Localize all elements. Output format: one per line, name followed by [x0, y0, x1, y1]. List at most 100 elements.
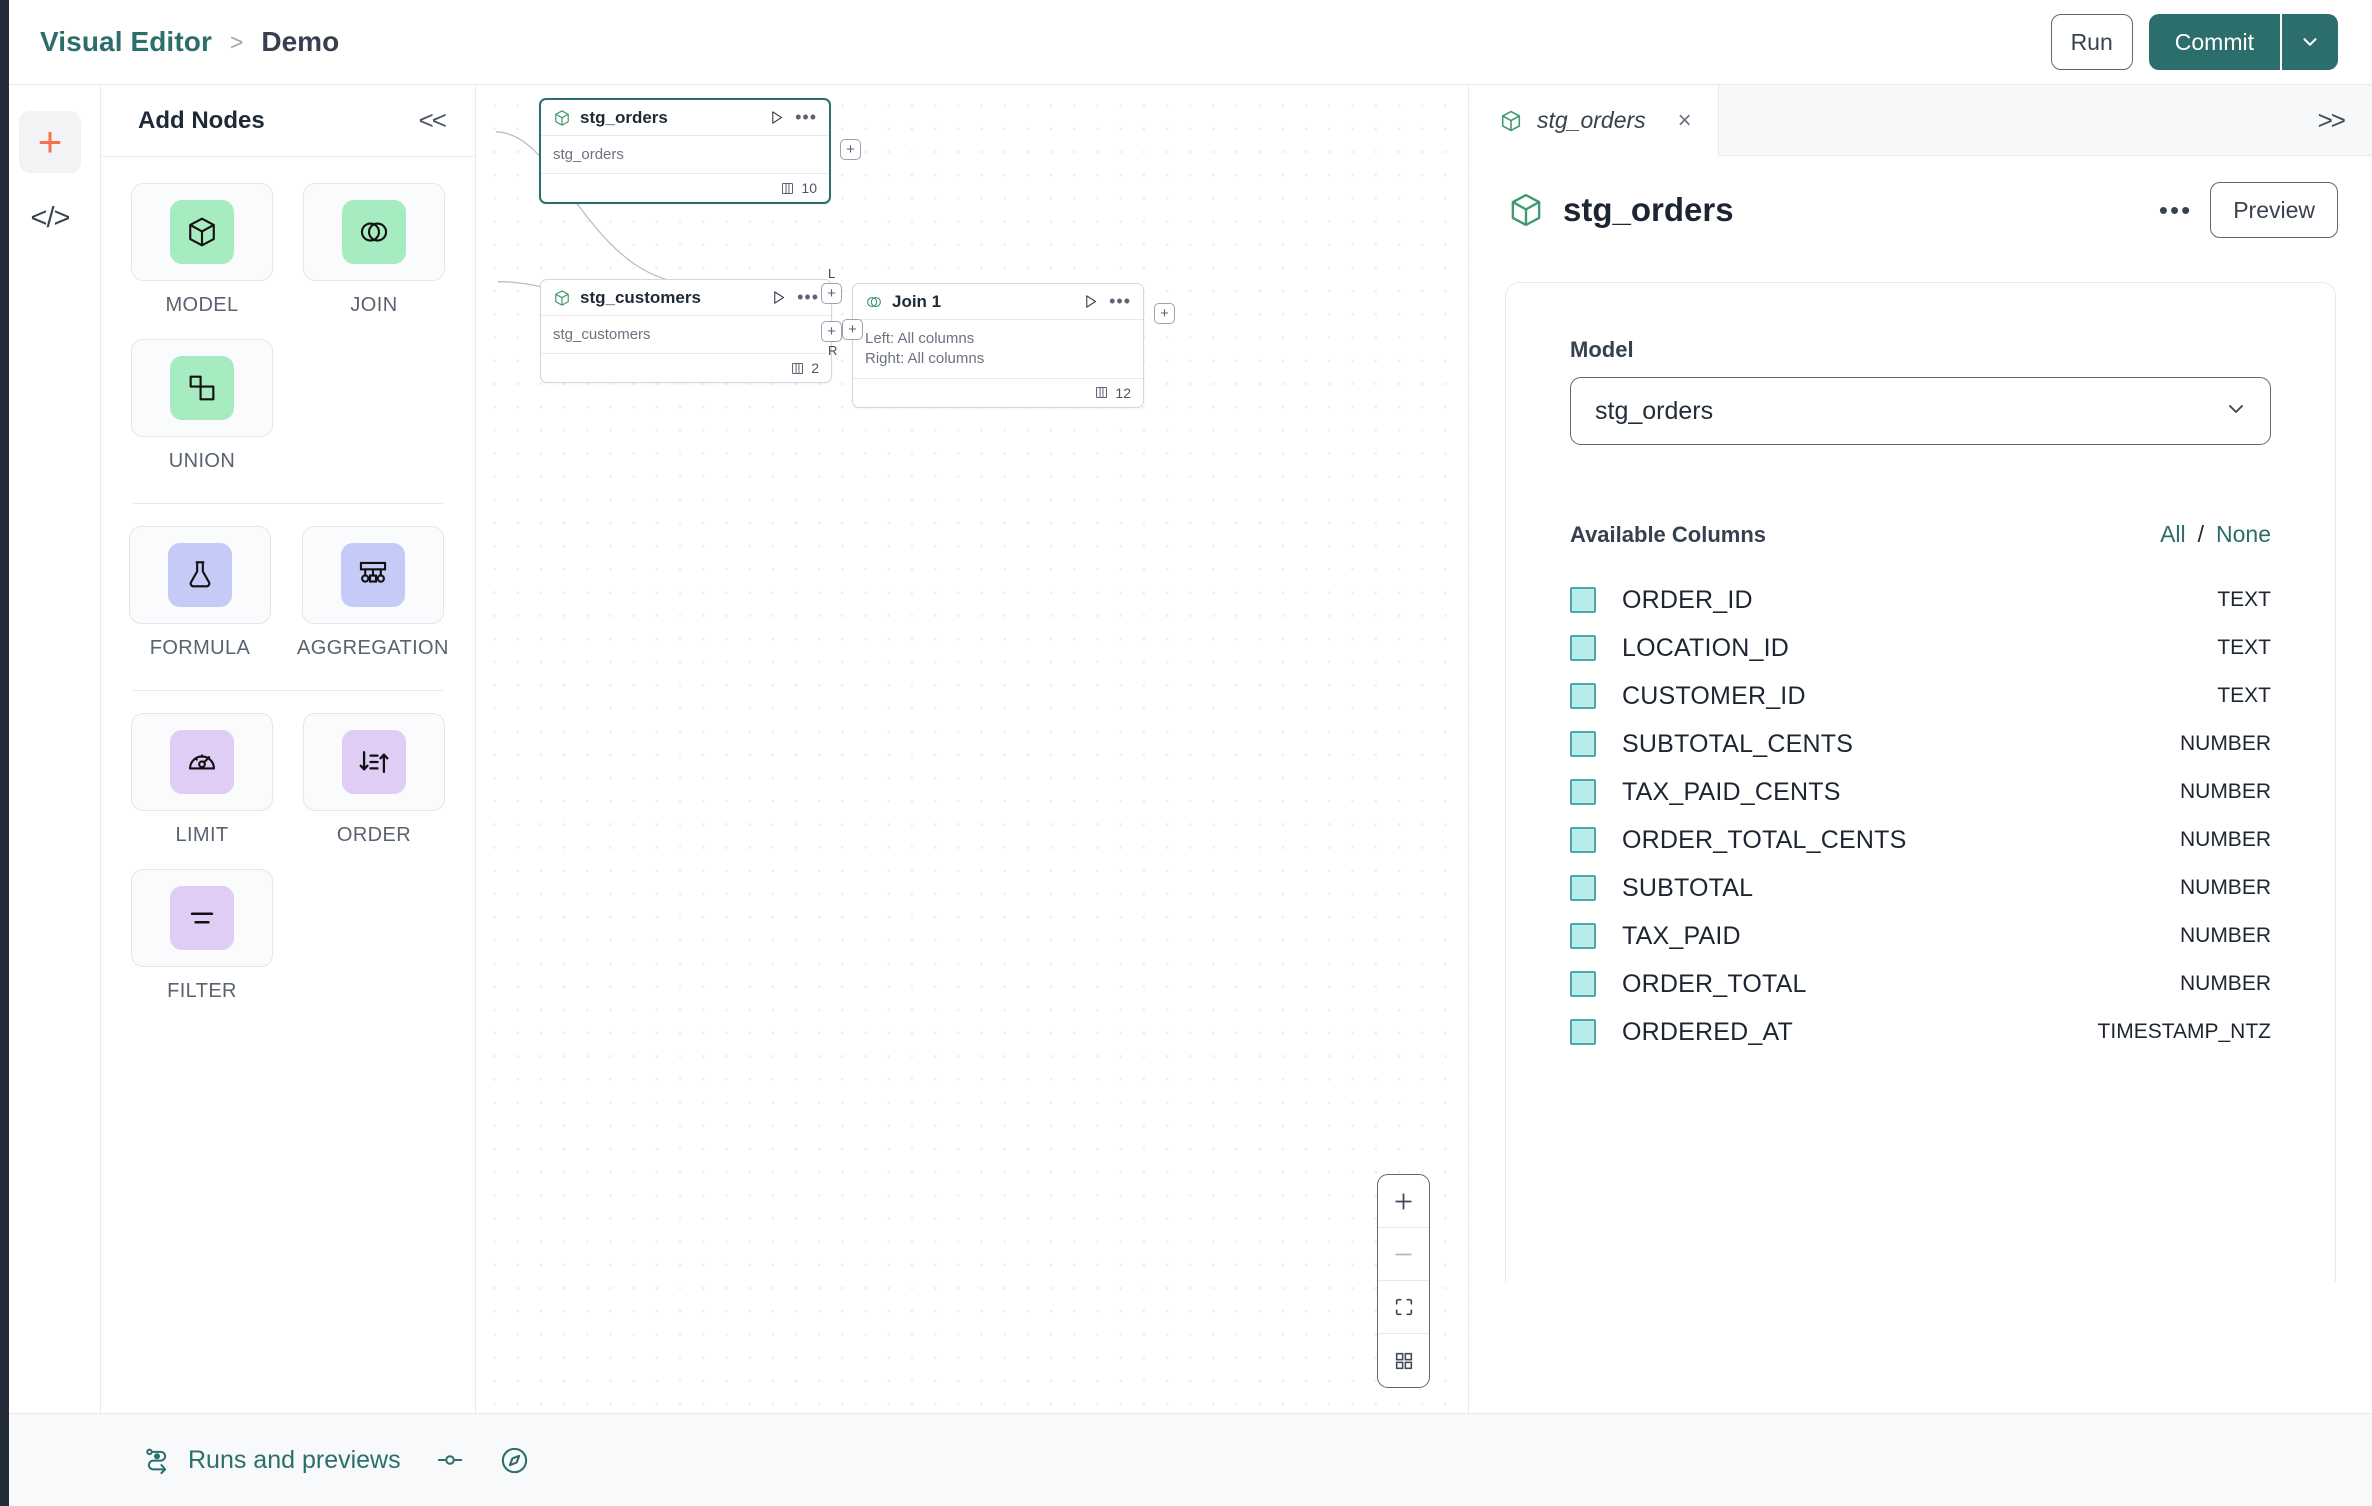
commit-button[interactable]: Commit: [2148, 14, 2280, 70]
run-node-icon[interactable]: [771, 290, 786, 305]
node-tile[interactable]: [131, 339, 273, 437]
column-row[interactable]: ORDER_TOTAL_CENTS NUMBER: [1570, 816, 2271, 864]
node-label: FORMULA: [149, 637, 251, 659]
compass-button[interactable]: [499, 1445, 530, 1476]
plus-icon: +: [37, 118, 63, 165]
column-name: ORDER_TOTAL: [1622, 969, 1807, 998]
panel-scroll-area[interactable]: Model stg_orders Available Columns All /…: [1469, 264, 2372, 1413]
column-row[interactable]: TAX_PAID_CENTS NUMBER: [1570, 768, 2271, 816]
flow-node-header: stg_orders •••: [541, 100, 829, 136]
node-tile[interactable]: [131, 713, 273, 811]
top-bar-actions: Run Commit: [2050, 14, 2338, 70]
column-name: LOCATION_ID: [1622, 633, 1790, 662]
close-icon[interactable]: ×: [1677, 106, 1692, 134]
node-label: AGGREGATION: [297, 637, 449, 659]
aggregation-tree-icon: [340, 543, 405, 607]
column-checkbox[interactable]: [1570, 779, 1596, 805]
flow-node-menu-icon[interactable]: •••: [795, 106, 817, 127]
node-tile[interactable]: [131, 869, 273, 967]
cube-icon: [555, 109, 569, 126]
column-checkbox[interactable]: [1570, 971, 1596, 997]
node-tile[interactable]: [301, 526, 444, 624]
node-tile[interactable]: [129, 526, 271, 624]
node-palette-item-aggregation[interactable]: AGGREGATION: [297, 526, 449, 678]
left-edge-rail: [0, 0, 9, 1506]
run-button[interactable]: Run: [2050, 14, 2133, 70]
fit-view-button[interactable]: [1378, 1281, 1429, 1334]
flow-node-stg-orders[interactable]: stg_orders ••• stg_orders 10 +: [539, 98, 861, 205]
collapse-panel-icon[interactable]: <<: [418, 105, 447, 135]
zoom-out-button[interactable]: [1378, 1228, 1429, 1281]
node-palette-item-formula[interactable]: FORMULA: [129, 526, 271, 678]
node-tile[interactable]: [303, 713, 445, 811]
node-palette-item-order[interactable]: ORDER: [301, 713, 447, 865]
panel-menu-icon[interactable]: •••: [2158, 194, 2193, 225]
preview-button[interactable]: Preview: [2210, 182, 2338, 238]
node-tile[interactable]: [131, 183, 273, 281]
column-row[interactable]: CUSTOMER_ID TEXT: [1570, 672, 2271, 720]
column-checkbox[interactable]: [1570, 683, 1596, 709]
commit-button-group: Commit: [2148, 14, 2338, 70]
compass-icon: [499, 1445, 530, 1476]
join-right-input-handle[interactable]: +: [821, 321, 842, 342]
zoom-in-button[interactable]: [1378, 1175, 1429, 1228]
plus-icon: [1395, 1192, 1412, 1210]
divider: [133, 690, 443, 691]
flow-node-menu-icon[interactable]: •••: [797, 286, 819, 307]
breadcrumb-root[interactable]: Visual Editor: [40, 26, 212, 57]
column-row[interactable]: LOCATION_ID TEXT: [1570, 624, 2271, 672]
column-checkbox[interactable]: [1570, 587, 1596, 613]
column-type: TEXT: [2217, 636, 2271, 659]
column-checkbox[interactable]: [1570, 923, 1596, 949]
column-checkbox[interactable]: [1570, 827, 1596, 853]
divider: [133, 503, 443, 504]
node-palette-item-filter[interactable]: FILTER: [129, 869, 275, 1021]
select-none-link[interactable]: None: [2216, 521, 2271, 547]
column-type: NUMBER: [2179, 828, 2271, 851]
select-all-link[interactable]: All: [2160, 521, 2186, 547]
column-checkbox[interactable]: [1570, 731, 1596, 757]
runs-and-previews-button[interactable]: Runs and previews: [142, 1445, 401, 1475]
node-tile[interactable]: [303, 183, 445, 281]
model-select[interactable]: stg_orders: [1570, 377, 2271, 445]
column-row[interactable]: SUBTOTAL NUMBER: [1570, 864, 2271, 912]
runs-toggle-button[interactable]: [435, 1445, 465, 1475]
column-checkbox[interactable]: [1570, 1019, 1596, 1045]
flow-node-stg-customers[interactable]: stg_customers ••• stg_customers 2 +: [540, 279, 863, 384]
node-output-handle[interactable]: +: [840, 139, 861, 160]
column-type: NUMBER: [2179, 924, 2271, 947]
breadcrumb-leaf: Demo: [261, 26, 340, 57]
add-node-rail-button[interactable]: +: [19, 111, 81, 173]
run-node-icon[interactable]: [1083, 294, 1098, 309]
column-row[interactable]: ORDER_TOTAL NUMBER: [1570, 960, 2271, 1008]
node-group-sources: MODEL JOIN: [129, 183, 447, 491]
join-left-input-handle[interactable]: +: [821, 283, 842, 304]
node-palette-item-union[interactable]: UNION: [129, 339, 275, 491]
column-row[interactable]: SUBTOTAL_CENTS NUMBER: [1570, 720, 2271, 768]
column-row[interactable]: TAX_PAID NUMBER: [1570, 912, 2271, 960]
node-output-handle[interactable]: +: [842, 319, 863, 340]
column-checkbox[interactable]: [1570, 875, 1596, 901]
run-node-icon[interactable]: [769, 110, 784, 125]
commit-dropdown-button[interactable]: [2280, 14, 2338, 70]
node-palette-item-model[interactable]: MODEL: [129, 183, 275, 335]
node-palette-item-join[interactable]: JOIN: [301, 183, 447, 335]
column-row[interactable]: ORDERED_AT TIMESTAMP_NTZ: [1570, 1008, 2271, 1056]
column-checkbox[interactable]: [1570, 635, 1596, 661]
column-row[interactable]: ORDER_ID TEXT: [1570, 576, 2271, 624]
column-type: TIMESTAMP_NTZ: [2097, 1020, 2271, 1043]
tab-stg-orders[interactable]: stg_orders ×: [1469, 85, 1719, 156]
mini-map-button[interactable]: [1378, 1334, 1429, 1387]
node-palette-item-limit[interactable]: LIMIT: [129, 713, 275, 865]
expand-panel-icon[interactable]: >>: [2317, 104, 2346, 135]
page-title: stg_orders: [1563, 191, 1734, 228]
code-view-rail-button[interactable]: </>: [19, 187, 81, 249]
flow-node-menu-icon[interactable]: •••: [1109, 290, 1131, 311]
minus-icon: [1395, 1253, 1412, 1255]
cube-icon: [170, 200, 234, 264]
breadcrumb: Visual Editor > Demo: [34, 26, 339, 58]
flow-canvas[interactable]: stg_orders ••• stg_orders 10 +: [476, 85, 1469, 1413]
node-output-handle[interactable]: +: [1154, 303, 1175, 324]
flow-node-footer: 2: [541, 354, 831, 382]
flow-node-join-1[interactable]: Join 1 ••• Left: All columns Right: All …: [821, 266, 1175, 408]
